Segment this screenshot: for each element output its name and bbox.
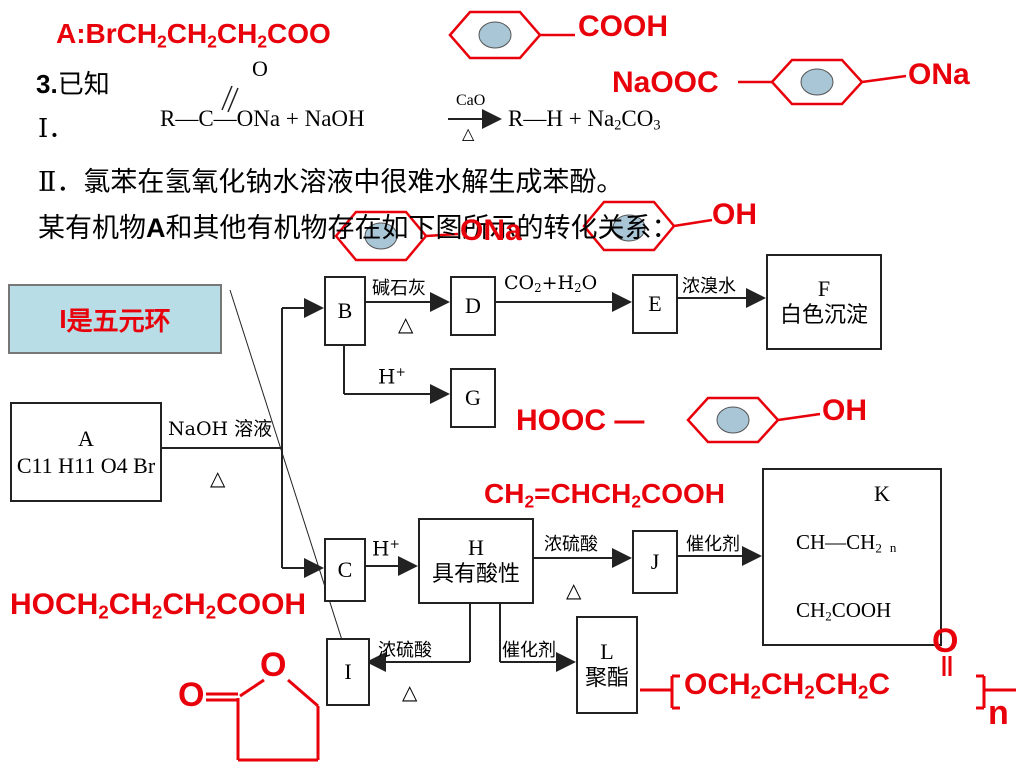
condition-bromine-water: 浓溴水 [682, 276, 736, 297]
equation-left: R—C—ONa + NaOH [160, 106, 365, 131]
item3-text: 某有机物A和其他有机物存在如下图所示的转化关系： [38, 213, 679, 244]
k-polymer-sidechain: CH2COOH [796, 598, 892, 624]
box-k: K [762, 468, 942, 646]
structure-a-label: A:BrCH2CH2CH2COO [56, 18, 331, 52]
naooc-label: NaOOC [612, 66, 719, 99]
equation-right: R—H + Na2CO3 [508, 106, 661, 134]
item2-text: Ⅱ．氯苯在氢氧化钠水溶液中很难水解生成苯酚。 [38, 167, 624, 198]
box-e: E [632, 274, 678, 334]
lactone-ring [206, 678, 320, 762]
ona-label: ONa [908, 58, 970, 91]
oh-label: OH [822, 394, 867, 427]
condition-catalyst-l: 催化剂 [502, 640, 556, 661]
structure-j-label: CH2=CHCH2COOH [484, 478, 725, 512]
polyester-carbonyl-oxygen: O [932, 622, 959, 660]
cooh-label: COOH [578, 10, 668, 43]
polyester-formula: OCH2CH2CH2C [684, 668, 891, 703]
polyester-repeat-n: n [988, 694, 1009, 732]
box-k-label: K [874, 481, 890, 506]
benzene-ring-ona [334, 210, 459, 262]
benzene-ring-top [448, 10, 575, 60]
box-d: D [450, 276, 496, 336]
box-b: B [324, 276, 366, 346]
equation-condition-bottom: △ [462, 124, 475, 143]
condition-conc-h2so4-i: 浓硫酸 [378, 640, 432, 661]
box-c: C [324, 538, 366, 602]
box-j: J [632, 530, 678, 594]
benzene-ring-oh [582, 200, 713, 252]
structure-h-label: HOCH2CH2CH2COOH [10, 588, 307, 623]
equation-condition-top: CaO [456, 92, 486, 109]
hooc-label: HOOC — [516, 404, 645, 437]
condition-h-plus-h: H+ [372, 536, 400, 561]
known-heading: 3.已知 [36, 69, 110, 100]
condition-catalyst-k: 催化剂 [686, 534, 740, 555]
lactone-oxygen-carbonyl: O [178, 676, 205, 714]
box-i: I [326, 638, 370, 706]
condition-conc-h2so4-j: 浓硫酸 [544, 534, 598, 555]
box-g: G [450, 368, 496, 428]
condition-heat-b: △ [398, 312, 414, 336]
condition-heat-a: △ [210, 466, 226, 490]
overlay-ona-label: ONa [460, 214, 522, 247]
polyester-brackets [640, 656, 1016, 710]
note-pointer-line [229, 289, 343, 641]
condition-h-plus-g: H+ [378, 364, 406, 389]
overlay-oh-label: OH [712, 198, 757, 231]
condition-heat-i: △ [402, 680, 418, 704]
condition-heat-j: △ [566, 578, 582, 602]
benzene-ring-naooc [738, 58, 907, 106]
item1-marker: Ⅰ． [38, 114, 75, 144]
lactone-oxygen-ring: O [260, 646, 287, 684]
condition-soda-lime: 碱石灰 [372, 278, 426, 299]
equation-oxygen: O [252, 56, 268, 81]
benzene-ring-hooc [686, 396, 821, 444]
condition-naoh: NaOH 溶液 [168, 418, 273, 440]
condition-co2-h2o: CO2+H2O [504, 272, 598, 295]
